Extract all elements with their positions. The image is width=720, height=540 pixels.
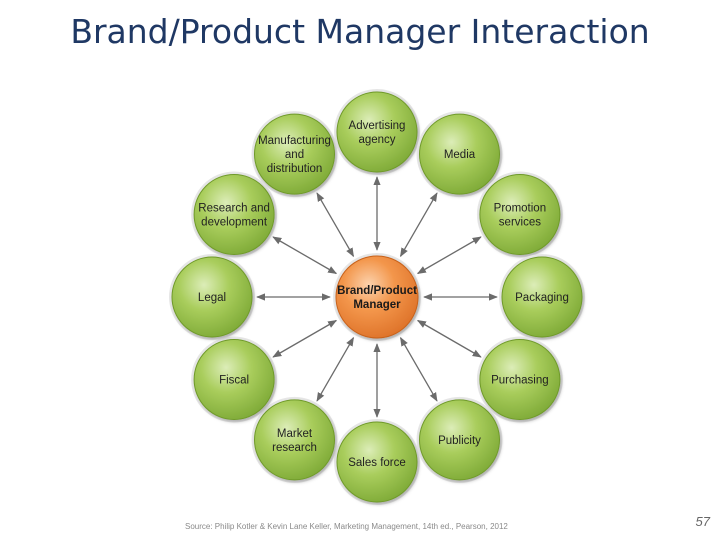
stakeholder-nodes: AdvertisingagencyMediaPromotionservicesP… (169, 89, 585, 505)
arrow-publicity (399, 336, 438, 402)
node-label: Sales force (348, 457, 406, 469)
source-citation: Source: Philip Kotler & Kevin Lane Kelle… (185, 522, 508, 531)
node-circle (479, 339, 561, 420)
node-circle (254, 399, 335, 481)
node-circle (419, 113, 500, 195)
node-label: Manufacturing (258, 135, 331, 147)
node-label: development (201, 217, 268, 229)
node-circle (336, 421, 418, 503)
node-promotion-services: Promotion services (476, 171, 563, 258)
node-label: Packaging (515, 292, 569, 304)
node-label: Research and (198, 203, 270, 215)
center-circle (335, 255, 419, 339)
node-circle (254, 113, 335, 195)
node-circle (193, 339, 275, 420)
node-label: Legal (198, 292, 226, 304)
node-circle (336, 91, 418, 173)
node-label: Advertising (349, 120, 406, 132)
node-label: Media (444, 149, 476, 161)
node-circle (479, 174, 561, 255)
arrow-purchasing (416, 319, 482, 358)
node-label: Publicity (438, 435, 481, 447)
node-label: and (285, 149, 304, 161)
node-circle (419, 399, 500, 481)
node-market-research: Market research (251, 396, 338, 483)
node-label: research (272, 442, 317, 454)
node-fiscal: Fiscal (191, 336, 278, 423)
node-label: Fiscal (219, 375, 249, 387)
arrow-media (399, 192, 438, 258)
node-research-and-development: Research and development (191, 171, 278, 258)
node-publicity: Publicity (416, 396, 503, 483)
node-label: agency (358, 134, 395, 146)
node-media: Media (416, 111, 503, 198)
node-sales-force: Sales force (334, 419, 420, 505)
node-label: services (499, 217, 541, 229)
node-label: Promotion (494, 203, 546, 215)
arrow-promotion-services (416, 236, 482, 275)
node-label: distribution (267, 163, 323, 175)
node-circle (501, 256, 583, 338)
node-label: Purchasing (491, 375, 549, 387)
arrow-market-research (316, 336, 355, 402)
node-circle (171, 256, 253, 338)
node-advertising-agency: Advertising agency (334, 89, 420, 175)
arrow-research-and-development (272, 236, 338, 275)
center-label: Brand/Product (337, 285, 417, 297)
node-circle (193, 174, 275, 255)
node-packaging: Packaging (499, 254, 585, 340)
slide-title: Brand/Product Manager Interaction (70, 12, 650, 51)
center-label: Manager (353, 299, 401, 311)
arrow-fiscal (272, 319, 338, 358)
page-number: 57 (695, 514, 710, 529)
node-purchasing: Purchasing (476, 336, 563, 423)
connector-arrows (256, 176, 498, 418)
node-label: Market (277, 428, 313, 440)
arrow-manufacturing-and-distribution (316, 192, 355, 258)
node-legal: Legal (169, 254, 255, 340)
node-manufacturing-and-distribution: Manufacturing and distribution (251, 111, 338, 198)
